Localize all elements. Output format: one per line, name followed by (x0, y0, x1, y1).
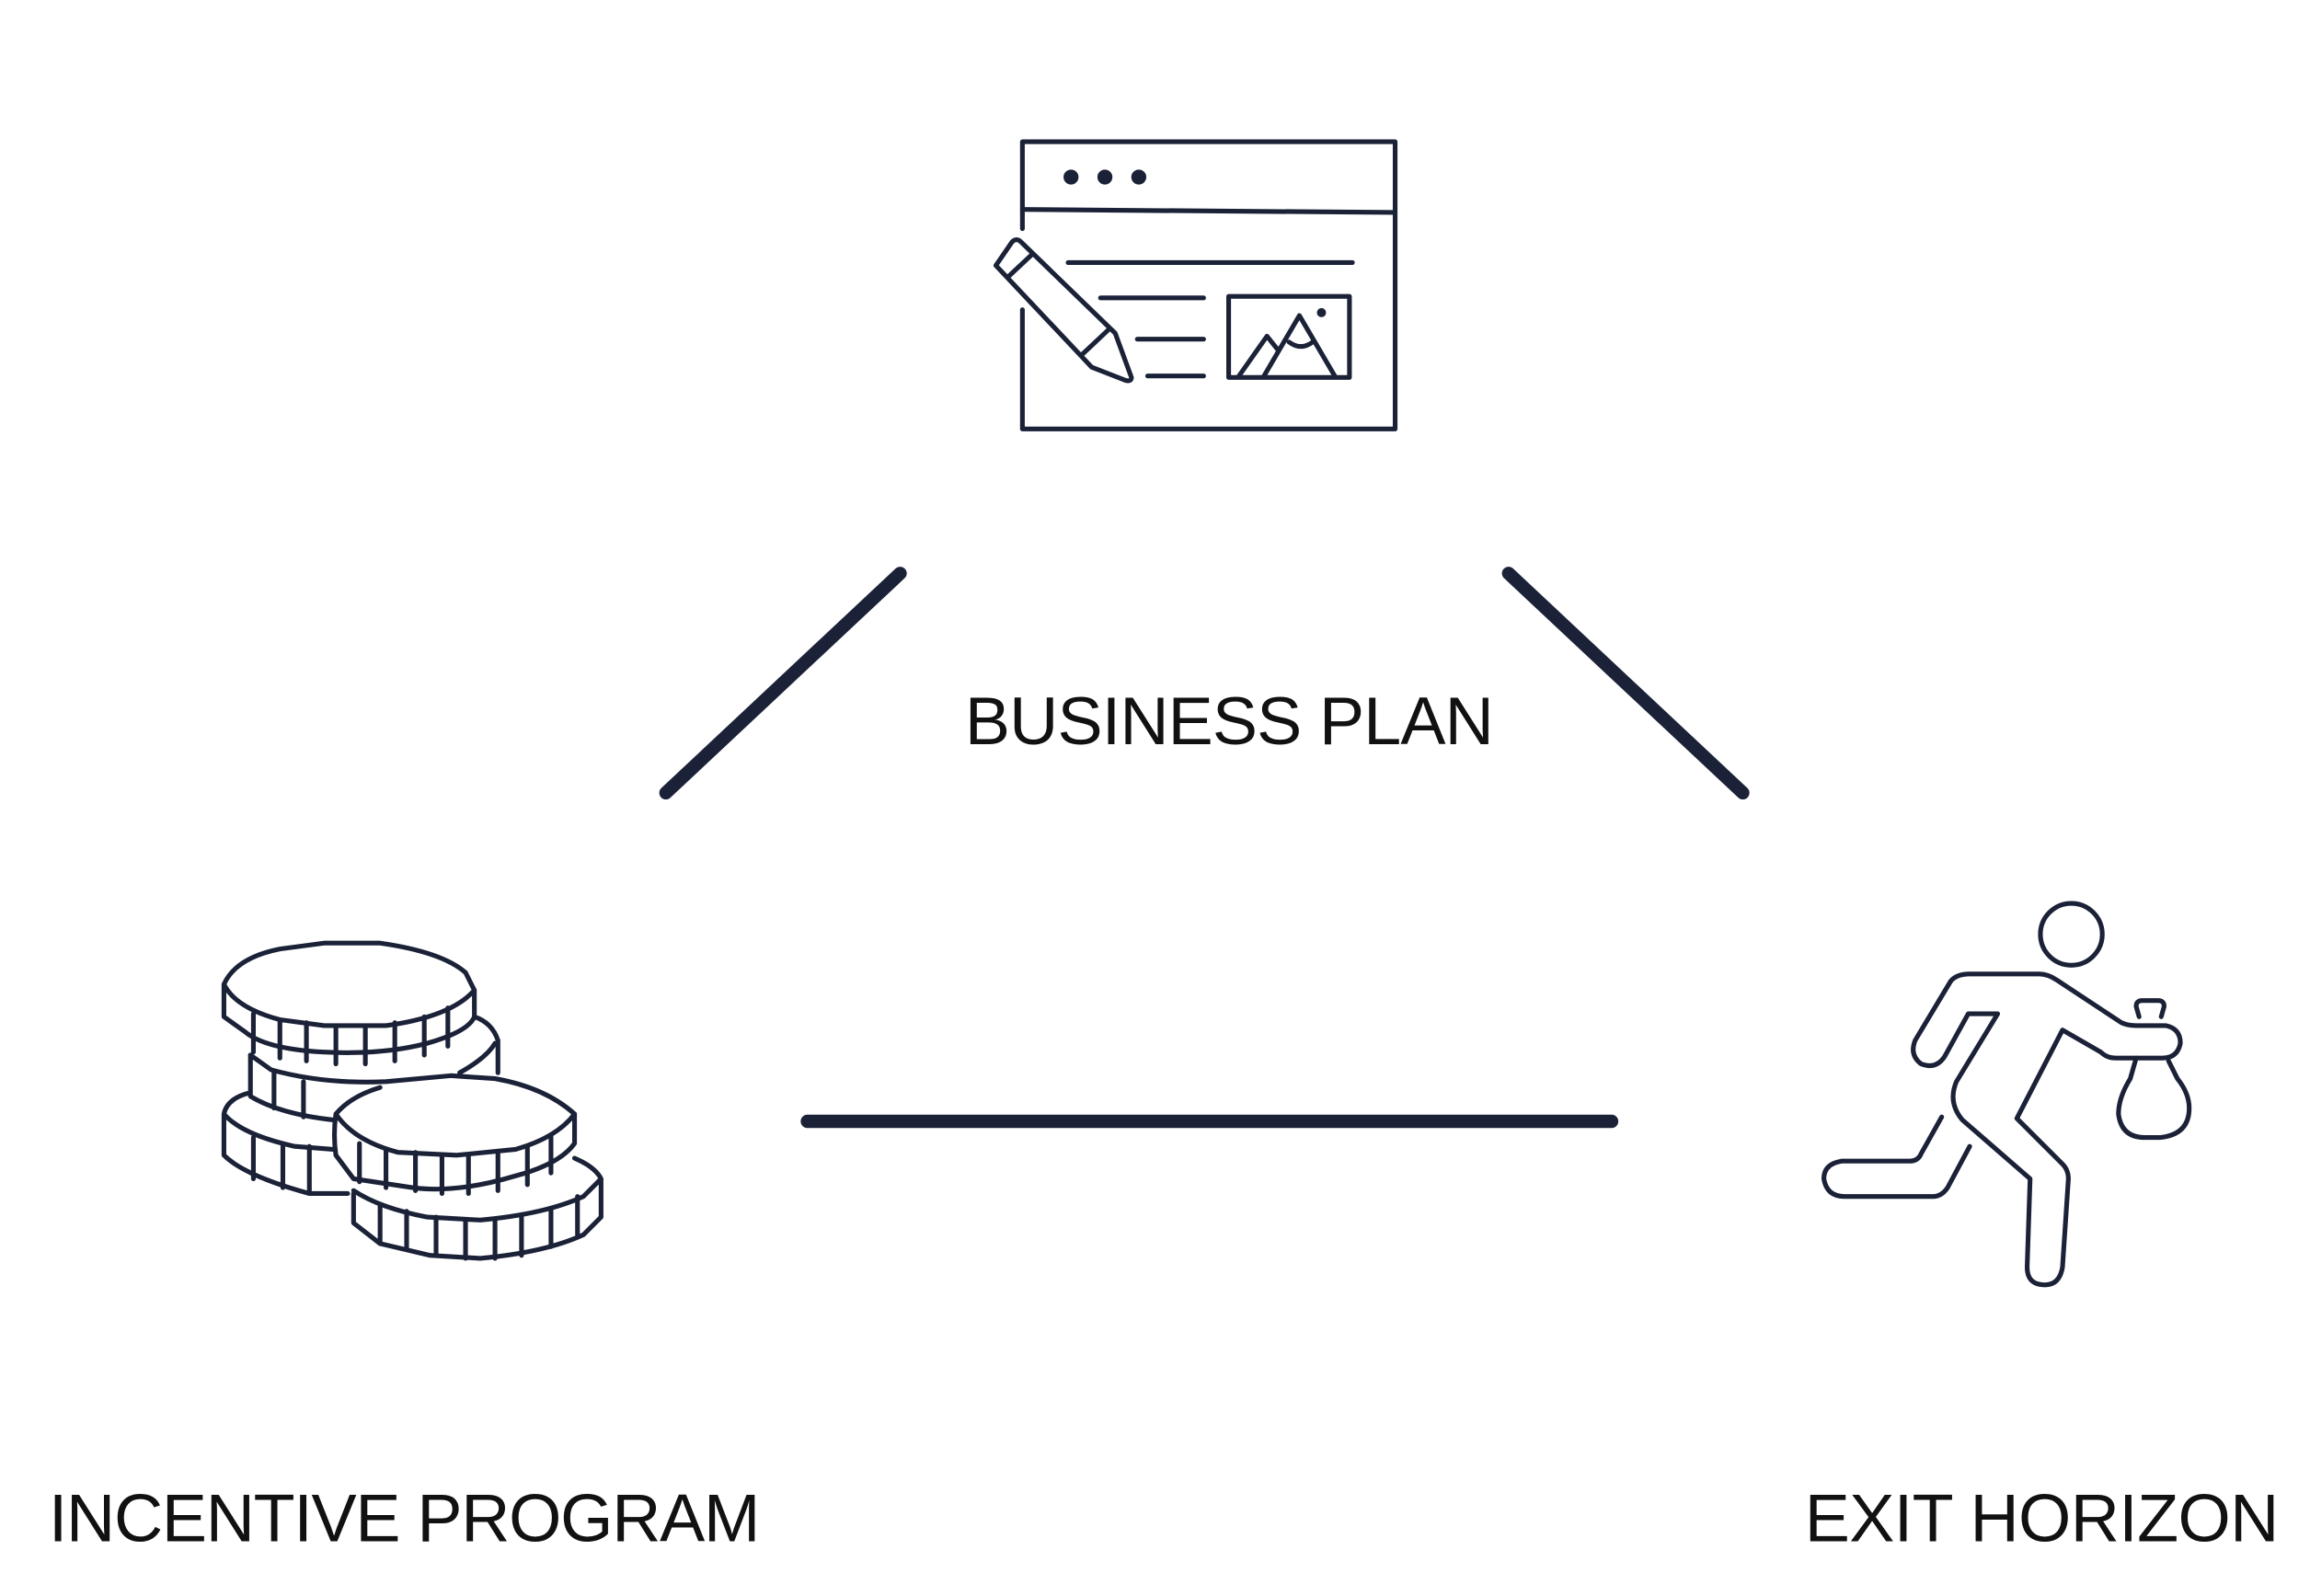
exit-horizon-label: EXIT HORIZON (1805, 1479, 2281, 1556)
coins-stack-icon (221, 940, 603, 1261)
connector-top-right (1501, 567, 1750, 800)
incentive-program-label: INCENTIVE PROGRAM (49, 1479, 762, 1556)
business-plan-label: BUSINESS PLAN (965, 683, 1496, 759)
browser-pencil-icon (993, 139, 1398, 431)
connector-top-left (659, 567, 907, 800)
running-man-money-bag-icon (1821, 901, 2192, 1288)
